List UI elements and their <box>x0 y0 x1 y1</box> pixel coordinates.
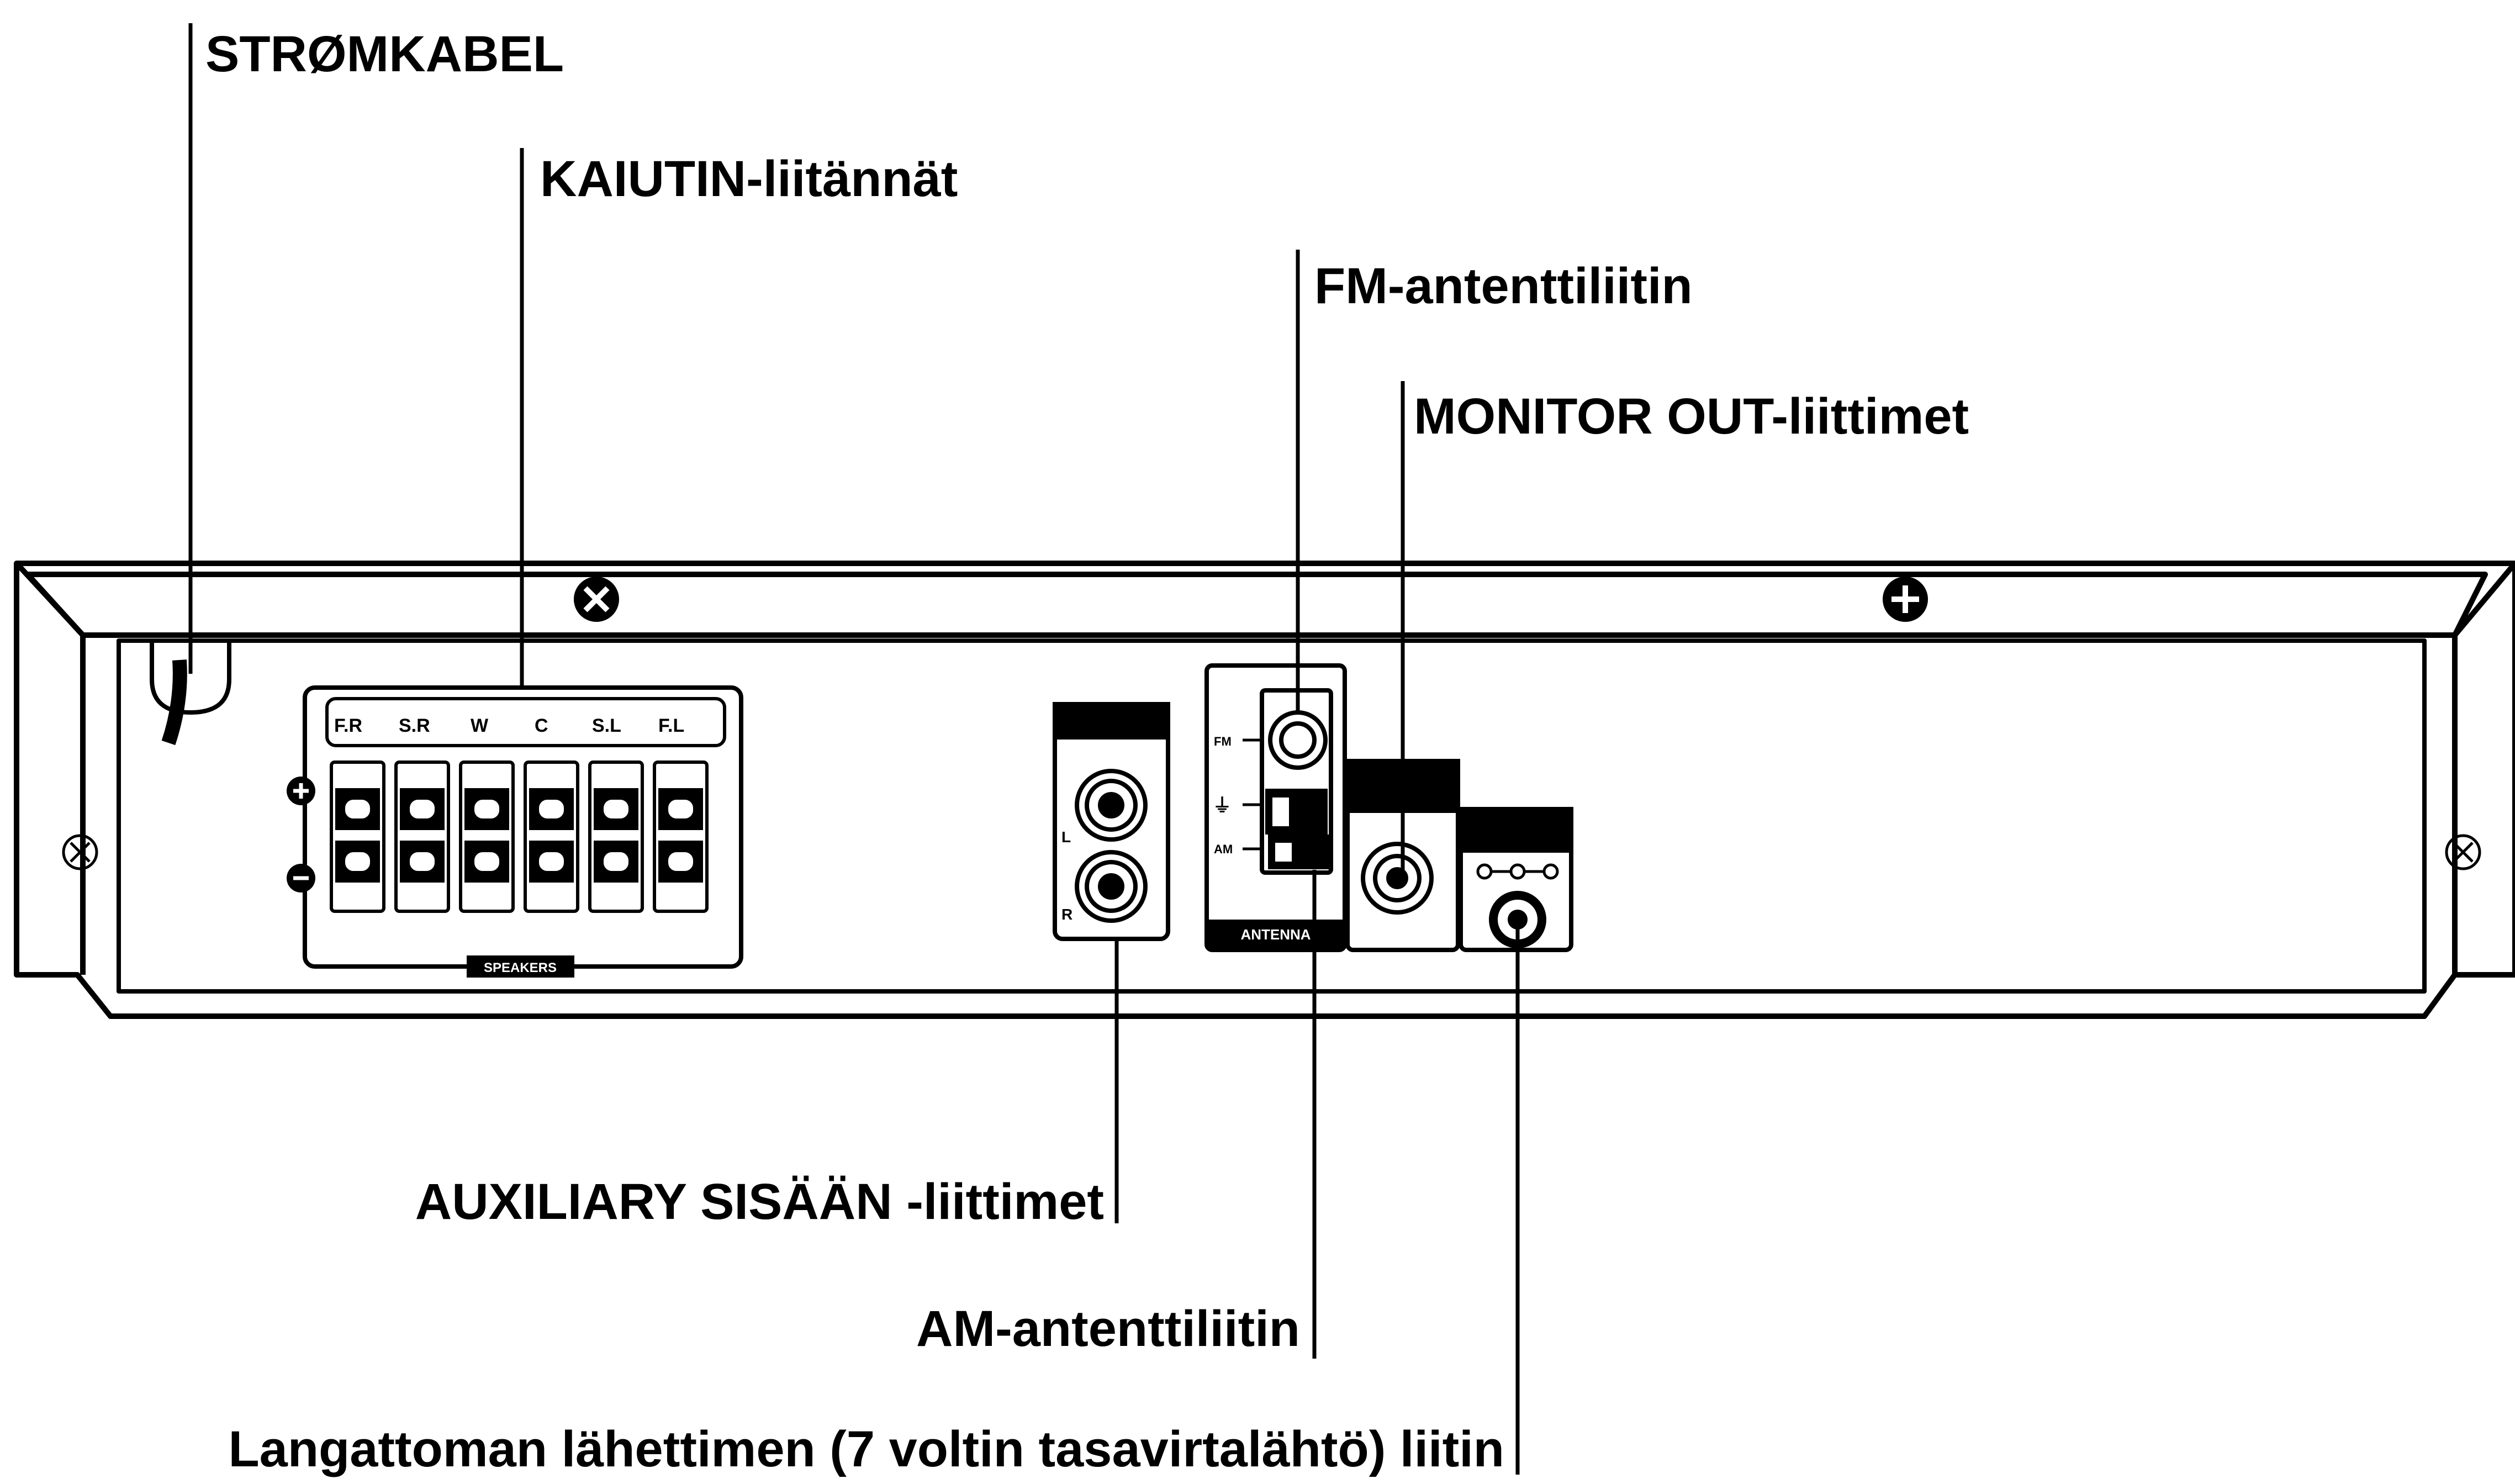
antenna-block <box>1204 663 1347 952</box>
antenna-caption-bg <box>1207 920 1345 950</box>
speaker-terminals <box>330 761 709 913</box>
leader-lines <box>188 23 1520 1475</box>
speakers-caption-bg <box>467 955 574 978</box>
plus-icon <box>287 777 315 805</box>
speaker-label: C <box>535 715 548 736</box>
callout-fm-antenna: FM-antenttiliitin <box>1314 258 1693 314</box>
back-plate <box>117 638 2427 994</box>
callout-am-antenna: AM-antenttiliitin <box>916 1301 1300 1357</box>
callout-aux-in: AUXILIARY SISÄÄN -liittimet <box>415 1174 1104 1230</box>
aux-l-label: L <box>1061 828 1071 846</box>
speaker-label: F.R <box>334 715 362 736</box>
power-cable <box>161 659 187 746</box>
screw-icon <box>2445 834 2481 870</box>
am-label: AM <box>1214 842 1233 856</box>
aux-r-label: R <box>1061 906 1072 923</box>
minus-icon <box>287 864 315 892</box>
fm-label: FM <box>1214 735 1232 748</box>
speakers-caption: SPEAKERS <box>484 960 557 975</box>
screw-icon <box>62 834 98 870</box>
antenna-caption: ANTENNA <box>1240 926 1311 943</box>
speaker-label: S.L <box>592 715 621 736</box>
speaker-label: S.R <box>399 715 430 736</box>
speaker-label: W <box>471 715 489 736</box>
callout-power-cable: STRØMKABEL <box>205 26 564 82</box>
callout-monitor-out: MONITOR OUT-liittimet <box>1414 388 1969 445</box>
power-cable-grommet <box>150 641 231 715</box>
screw-icon <box>1883 577 1928 622</box>
ground-icon: ⏚ <box>1213 795 1232 816</box>
callout-wireless-transmitter: Langattoman lähettimen (7 voltin tasavir… <box>228 1421 1504 1477</box>
screw-icon <box>574 577 619 622</box>
callout-speaker-connectors: KAIUTIN-liitännät <box>540 151 958 207</box>
speaker-label: F.L <box>658 715 684 736</box>
chassis-top-bevel <box>25 572 2488 638</box>
aux-in-block <box>1053 702 1170 941</box>
chassis-outline <box>14 561 2515 1019</box>
